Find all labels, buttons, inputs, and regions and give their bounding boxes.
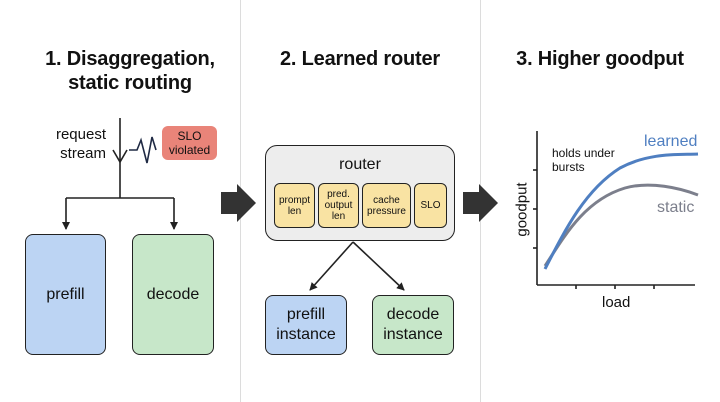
transition-arrow-1 xyxy=(221,184,256,222)
decode-box: decode xyxy=(132,234,214,355)
y-axis-label: goodput xyxy=(513,182,531,237)
panel-1-title: 1. Disaggregation, static routing xyxy=(45,48,215,94)
panel-2-title: 2. Learned router xyxy=(280,48,440,70)
slo-violated-badge: SLO violated xyxy=(162,126,217,160)
router-to-decode-arrow xyxy=(352,241,405,291)
series-learned-line xyxy=(543,152,699,270)
feature-chip-pred-output-len: pred. output len xyxy=(318,183,359,228)
feature-chip-prompt-len: prompt len xyxy=(274,183,315,228)
y-axis xyxy=(533,131,538,285)
request-stream-label: request stream xyxy=(55,126,106,162)
transition-arrow-2 xyxy=(463,184,498,222)
panel-3-title: 3. Higher goodput xyxy=(516,48,684,70)
legend-learned: learned xyxy=(644,133,698,150)
router-label: router xyxy=(339,156,381,173)
feature-chip-cache-pressure: cache pressure xyxy=(362,183,411,228)
prefill-box: prefill xyxy=(25,234,106,355)
chart-annotation: holds under bursts xyxy=(552,146,615,174)
legend-static: static xyxy=(657,199,695,216)
prefill-instance-box: prefill instance xyxy=(265,295,347,355)
x-axis-label: load xyxy=(602,294,631,311)
feature-chip-slo: SLO xyxy=(414,183,447,228)
burst-wave-icon xyxy=(129,136,157,164)
x-axis xyxy=(537,284,695,289)
decode-instance-box: decode instance xyxy=(372,295,454,355)
router-to-prefill-arrow xyxy=(309,241,354,291)
